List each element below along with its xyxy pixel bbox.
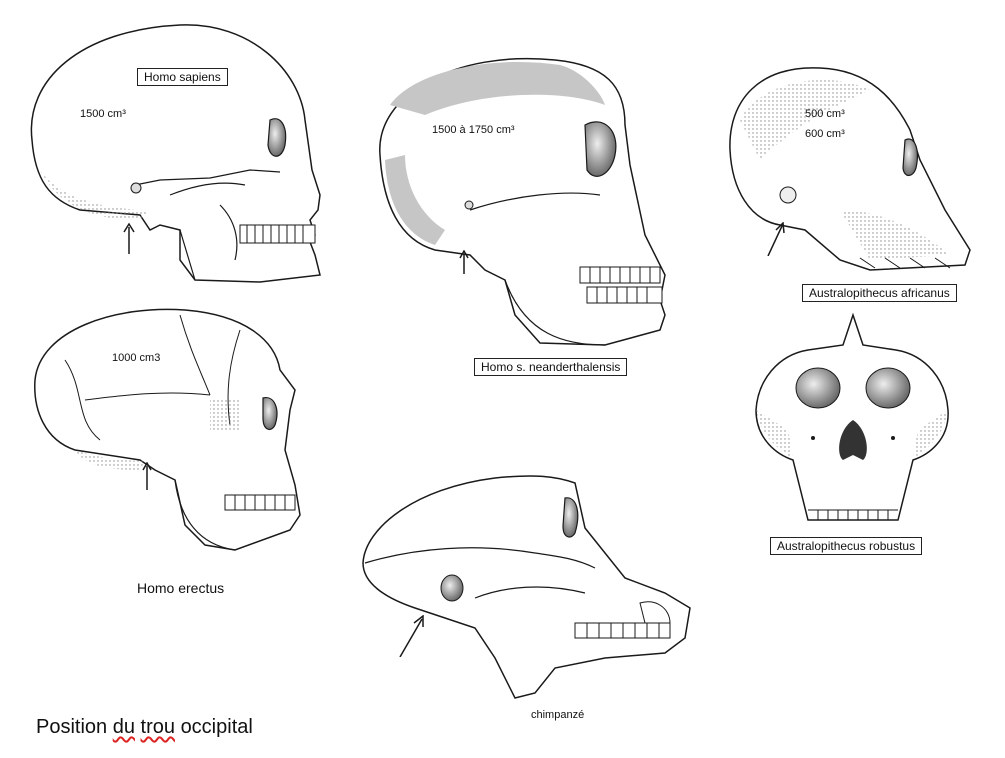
robustus-skull (748, 310, 958, 535)
arrow-icon (122, 222, 136, 254)
africanus-label: Australopithecus africanus (802, 284, 957, 302)
homo-erectus-skull (25, 300, 310, 560)
figure-title: Position du trou occipital (36, 716, 253, 739)
title-word: occipital (181, 716, 253, 738)
title-word-misspelled: du (113, 716, 135, 738)
africanus-volume-2: 600 cm³ (805, 128, 845, 140)
arrow-icon (140, 462, 154, 490)
neanderthal-skull (365, 45, 675, 355)
homo-erectus-volume: 1000 cm3 (112, 352, 160, 364)
robustus-label: Australopithecus robustus (770, 537, 922, 555)
arrow-icon (398, 615, 426, 657)
title-word: Position (36, 716, 107, 738)
arrow-icon (457, 250, 471, 274)
neanderthal-label: Homo s. neanderthalensis (474, 358, 627, 376)
neanderthal-volume: 1500 à 1750 cm³ (432, 124, 515, 136)
homo-sapiens-volume: 1500 cm³ (80, 108, 126, 120)
title-word-misspelled: trou (141, 716, 175, 738)
chimpanzee-skull (355, 468, 700, 703)
africanus-volume-1: 500 cm³ (805, 108, 845, 120)
homo-sapiens-label: Homo sapiens (137, 68, 228, 86)
arrow-icon (766, 222, 786, 256)
africanus-skull (720, 60, 985, 280)
homo-erectus-label: Homo erectus (137, 580, 224, 596)
homo-sapiens-skull (20, 20, 330, 290)
chimpanzee-label: chimpanzé (531, 709, 584, 721)
